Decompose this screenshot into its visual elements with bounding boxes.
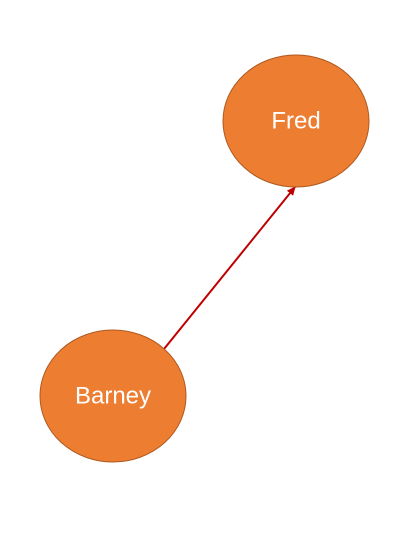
node-fred-label: Fred	[271, 107, 320, 134]
node-barney[interactable]: Barney	[39, 329, 187, 463]
edge-barney-to-fred[interactable]	[163, 186, 296, 350]
node-barney-shape	[39, 329, 187, 463]
node-fred[interactable]: Fred	[222, 54, 370, 188]
node-fred-shape	[222, 54, 370, 188]
node-barney-label: Barney	[75, 382, 151, 409]
